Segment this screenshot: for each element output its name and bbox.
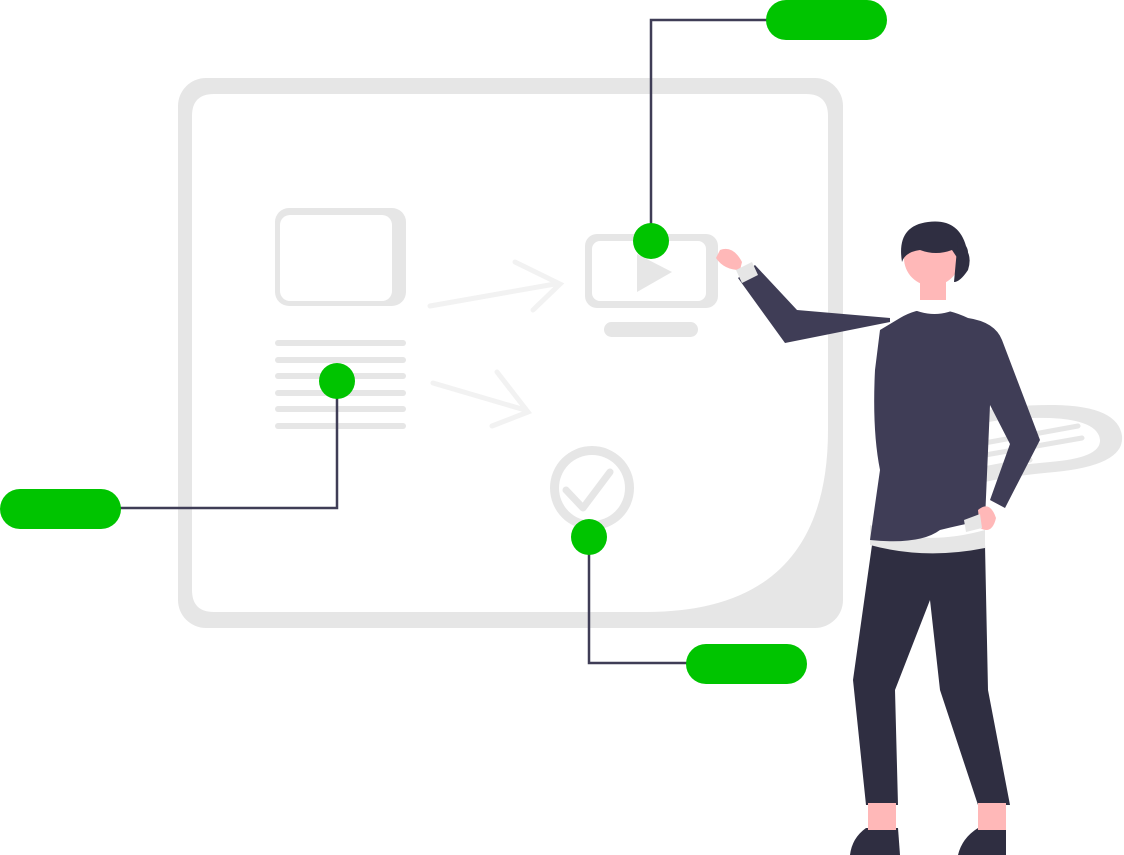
- text-marker: [319, 363, 355, 399]
- check-marker: [571, 519, 607, 555]
- bottom-callout[interactable]: [686, 644, 807, 684]
- presenter-figure: [716, 221, 1040, 855]
- video-player-icon: [585, 234, 718, 337]
- connector-lines: [110, 18, 772, 665]
- whiteboard-frame: [178, 78, 843, 628]
- top-callout[interactable]: [766, 0, 887, 40]
- checkmark-icon: [550, 446, 634, 530]
- marker-dots: [319, 223, 669, 555]
- left-callout[interactable]: [0, 489, 121, 529]
- text-lines-icon: [275, 340, 406, 429]
- play-icon: [637, 254, 672, 292]
- arrow-icon: [427, 259, 565, 429]
- video-marker: [633, 223, 669, 259]
- image-icon: [275, 208, 406, 306]
